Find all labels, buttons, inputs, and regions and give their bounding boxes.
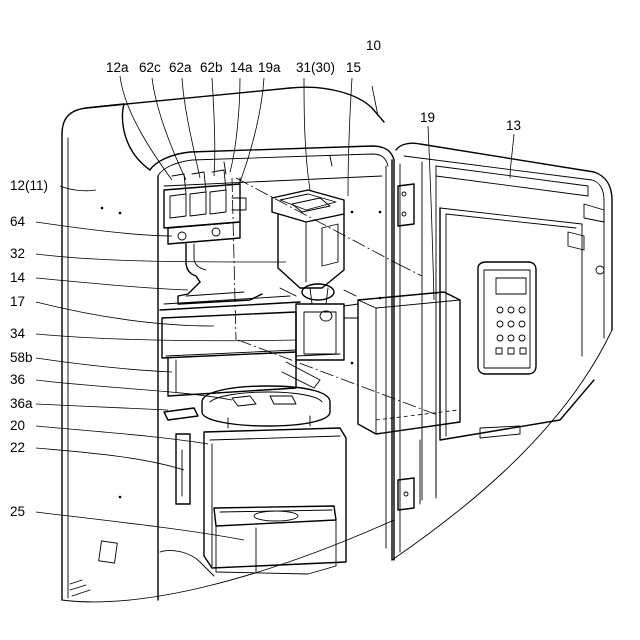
label-64: 64 [10,214,26,229]
label-12a: 12a [106,60,129,75]
grinder-tray [164,386,330,428]
leader-lines [36,76,514,540]
label-62c: 62c [139,60,161,75]
label-31-30: 31(30) [296,60,335,75]
swing-lines [232,178,440,416]
label-20: 20 [10,418,25,433]
label-58b: 58b [10,350,33,365]
label-36a: 36a [10,396,33,411]
label-25: 25 [10,504,25,519]
label-10: 10 [366,38,381,53]
label-22: 22 [10,440,25,455]
label-17: 17 [10,294,25,309]
reference-labels: 10 12a 62c 62a 62b 14a 19a 31(30) 15 19 … [10,38,521,519]
label-32: 32 [10,246,25,261]
label-19a: 19a [258,60,281,75]
label-62b: 62b [200,60,223,75]
tube-bracket [160,244,300,310]
label-34: 34 [10,326,26,341]
bin [160,428,346,576]
label-62a: 62a [169,60,192,75]
keypad-panel [478,262,536,374]
label-15: 15 [346,60,361,75]
label-12-11: 12(11) [10,178,48,193]
control-box [344,292,460,434]
hopper [272,190,356,360]
label-36: 36 [10,372,25,387]
label-13: 13 [506,118,521,133]
label-19: 19 [420,110,435,125]
label-14a: 14a [230,60,253,75]
label-14: 14 [10,270,26,285]
